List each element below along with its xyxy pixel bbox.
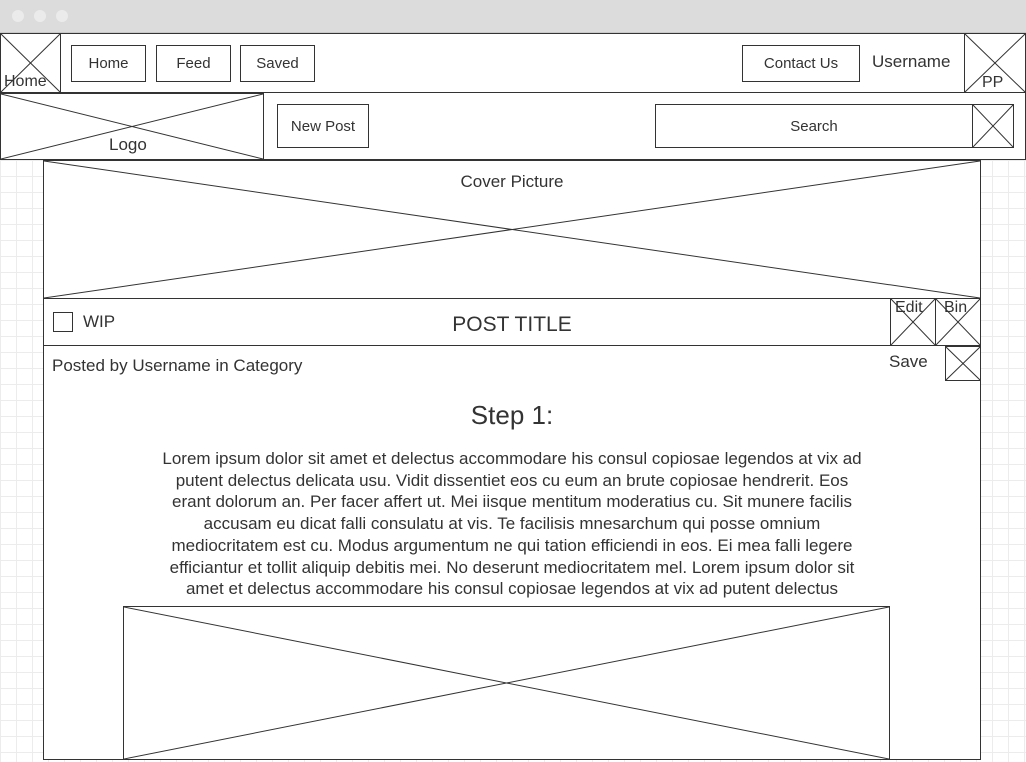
new-post-button[interactable]: New Post [277, 104, 369, 148]
wip-label: WIP [83, 312, 116, 331]
bin-button[interactable]: Bin [935, 298, 981, 346]
edit-button[interactable]: Edit [890, 298, 936, 346]
bin-icon [936, 299, 980, 345]
body-line: putent delectus delicata usu. Vidit diss… [175, 470, 849, 490]
post-title-bar [43, 298, 981, 346]
cover-picture-label: Cover Picture [460, 172, 564, 191]
step-body-text: Lorem ipsum dolor sit amet et delectus a… [43, 448, 981, 600]
placeholder-x-icon [44, 161, 980, 298]
search-icon [973, 105, 1013, 147]
profile-picture-label: PP [982, 74, 1004, 91]
step-image [123, 606, 890, 760]
window-close-button[interactable] [12, 10, 24, 22]
saved-button[interactable]: Saved [240, 45, 315, 82]
save-label: Save [889, 352, 928, 371]
save-icon [946, 347, 980, 380]
logo-image[interactable]: Logo [0, 93, 264, 160]
step-heading: Step 1: [470, 400, 554, 430]
feed-button[interactable]: Feed [156, 45, 231, 82]
home-button[interactable]: Home [71, 45, 146, 82]
placeholder-x-icon [124, 607, 889, 759]
edit-icon [891, 299, 935, 345]
body-line: erant dolorum an. Per facer affert ut. M… [172, 492, 852, 512]
body-line: mediocritatem est cu. Modus argumentum n… [171, 535, 853, 555]
body-line: efficiantur et tollit aliquip debitis me… [169, 557, 855, 577]
wip-checkbox[interactable] [53, 312, 73, 332]
body-line: amet et delectus accommodare his consul … [185, 579, 839, 599]
edit-label: Edit [895, 299, 923, 316]
post-byline: Posted by Username in Category [52, 356, 303, 375]
logo-label: Logo [109, 135, 147, 154]
body-line: Lorem ipsum dolor sit amet et delectus a… [162, 449, 862, 468]
window-minimize-button[interactable] [34, 10, 46, 22]
search-button[interactable] [972, 104, 1014, 148]
home-image-label: Home [4, 73, 47, 90]
search-input[interactable]: Search [655, 104, 973, 148]
post-title: POST TITLE [452, 313, 572, 336]
cover-picture: Cover Picture [43, 160, 981, 299]
window-titlebar [0, 0, 1026, 33]
home-image-link[interactable]: Home [0, 33, 61, 93]
contact-us-button[interactable]: Contact Us [742, 45, 860, 82]
profile-picture[interactable]: PP [964, 33, 1026, 93]
username-label[interactable]: Username [872, 52, 951, 71]
placeholder-x-icon [965, 34, 1025, 92]
bin-label: Bin [944, 299, 968, 316]
save-button[interactable] [945, 346, 981, 381]
window-maximize-button[interactable] [56, 10, 68, 22]
body-line: accusam eu dicat falli consulatu at vis.… [203, 514, 821, 534]
placeholder-x-icon [1, 94, 263, 159]
placeholder-x-icon [1, 34, 60, 92]
